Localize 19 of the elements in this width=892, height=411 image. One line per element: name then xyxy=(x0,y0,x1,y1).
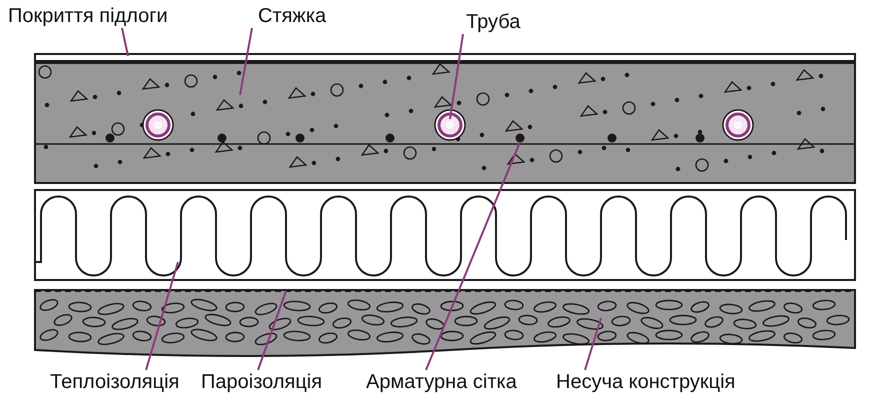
mesh-wire-dot xyxy=(516,134,524,142)
part-label: Стяжка xyxy=(258,4,326,28)
floor-covering-layer xyxy=(34,53,856,62)
leader-line xyxy=(449,34,464,120)
base-slab-layer xyxy=(34,289,856,357)
part-label: Арматурна сітка xyxy=(366,370,517,394)
part-label: Покриття підлоги xyxy=(8,4,168,28)
part-label: Теплоізоляція xyxy=(50,370,180,394)
part-label: Несуча конструкція xyxy=(556,370,736,394)
leader-line xyxy=(121,28,129,56)
pipe-circle xyxy=(142,109,174,141)
part-label: Пароізоляція xyxy=(201,370,322,394)
pipe-circle xyxy=(434,109,466,141)
leader-line xyxy=(239,28,253,96)
part-label: Труба xyxy=(466,10,520,34)
leader-line xyxy=(425,142,521,370)
insulation-layer xyxy=(34,189,856,281)
leader-line xyxy=(584,318,602,370)
pipe-circle xyxy=(722,109,754,141)
